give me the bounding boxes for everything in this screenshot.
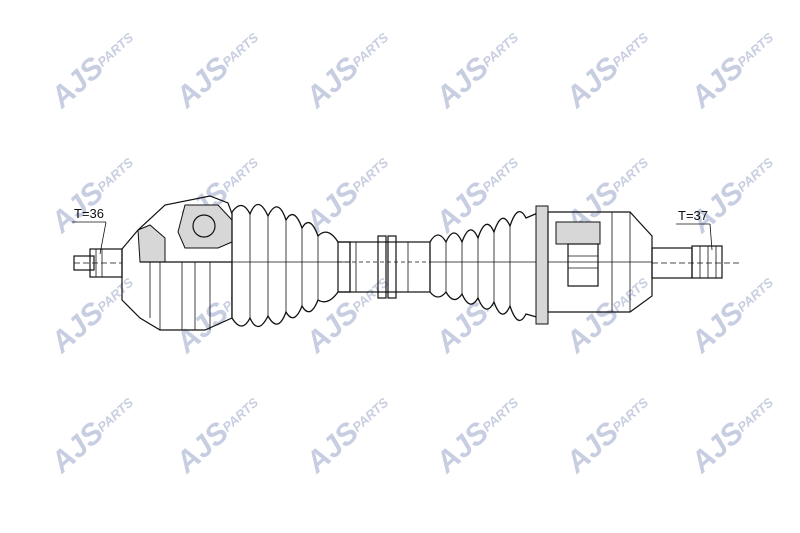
watermark-suffix: PARTS bbox=[609, 30, 651, 70]
watermark-suffix: PARTS bbox=[94, 30, 136, 70]
right-teeth-label: T=37 bbox=[678, 208, 708, 223]
left-teeth-label: T=36 bbox=[74, 206, 104, 221]
left-teeth-callout: T=36 bbox=[72, 206, 107, 255]
watermark-suffix: PARTS bbox=[219, 155, 261, 195]
right-spline-stub bbox=[651, 245, 740, 279]
watermark-suffix: PARTS bbox=[734, 395, 776, 435]
drive-shaft: T=36 T=37 bbox=[72, 195, 740, 331]
watermark-suffix: PARTS bbox=[349, 30, 391, 70]
watermark-suffix: PARTS bbox=[94, 155, 136, 195]
watermark-suffix: PARTS bbox=[349, 155, 391, 195]
watermark-suffix: PARTS bbox=[609, 395, 651, 435]
center-shaft bbox=[337, 235, 441, 299]
watermark-suffix: PARTS bbox=[609, 275, 651, 315]
watermark-suffix: PARTS bbox=[609, 155, 651, 195]
watermark-suffix: PARTS bbox=[479, 155, 521, 195]
right-inner-joint bbox=[535, 205, 653, 325]
right-teeth-callout: T=37 bbox=[676, 208, 713, 251]
watermark-suffix: PARTS bbox=[219, 30, 261, 70]
left-cv-joint bbox=[121, 195, 239, 331]
right-boot bbox=[429, 210, 541, 322]
watermark-suffix: PARTS bbox=[94, 395, 136, 435]
watermark-suffix: PARTS bbox=[734, 30, 776, 70]
watermark-suffix: PARTS bbox=[479, 30, 521, 70]
watermark-suffix: PARTS bbox=[734, 275, 776, 315]
watermark-suffix: PARTS bbox=[479, 395, 521, 435]
watermark-suffix: PARTS bbox=[349, 395, 391, 435]
watermark-suffix: PARTS bbox=[219, 395, 261, 435]
left-spline-stub bbox=[73, 248, 123, 278]
watermark-suffix: PARTS bbox=[734, 155, 776, 195]
